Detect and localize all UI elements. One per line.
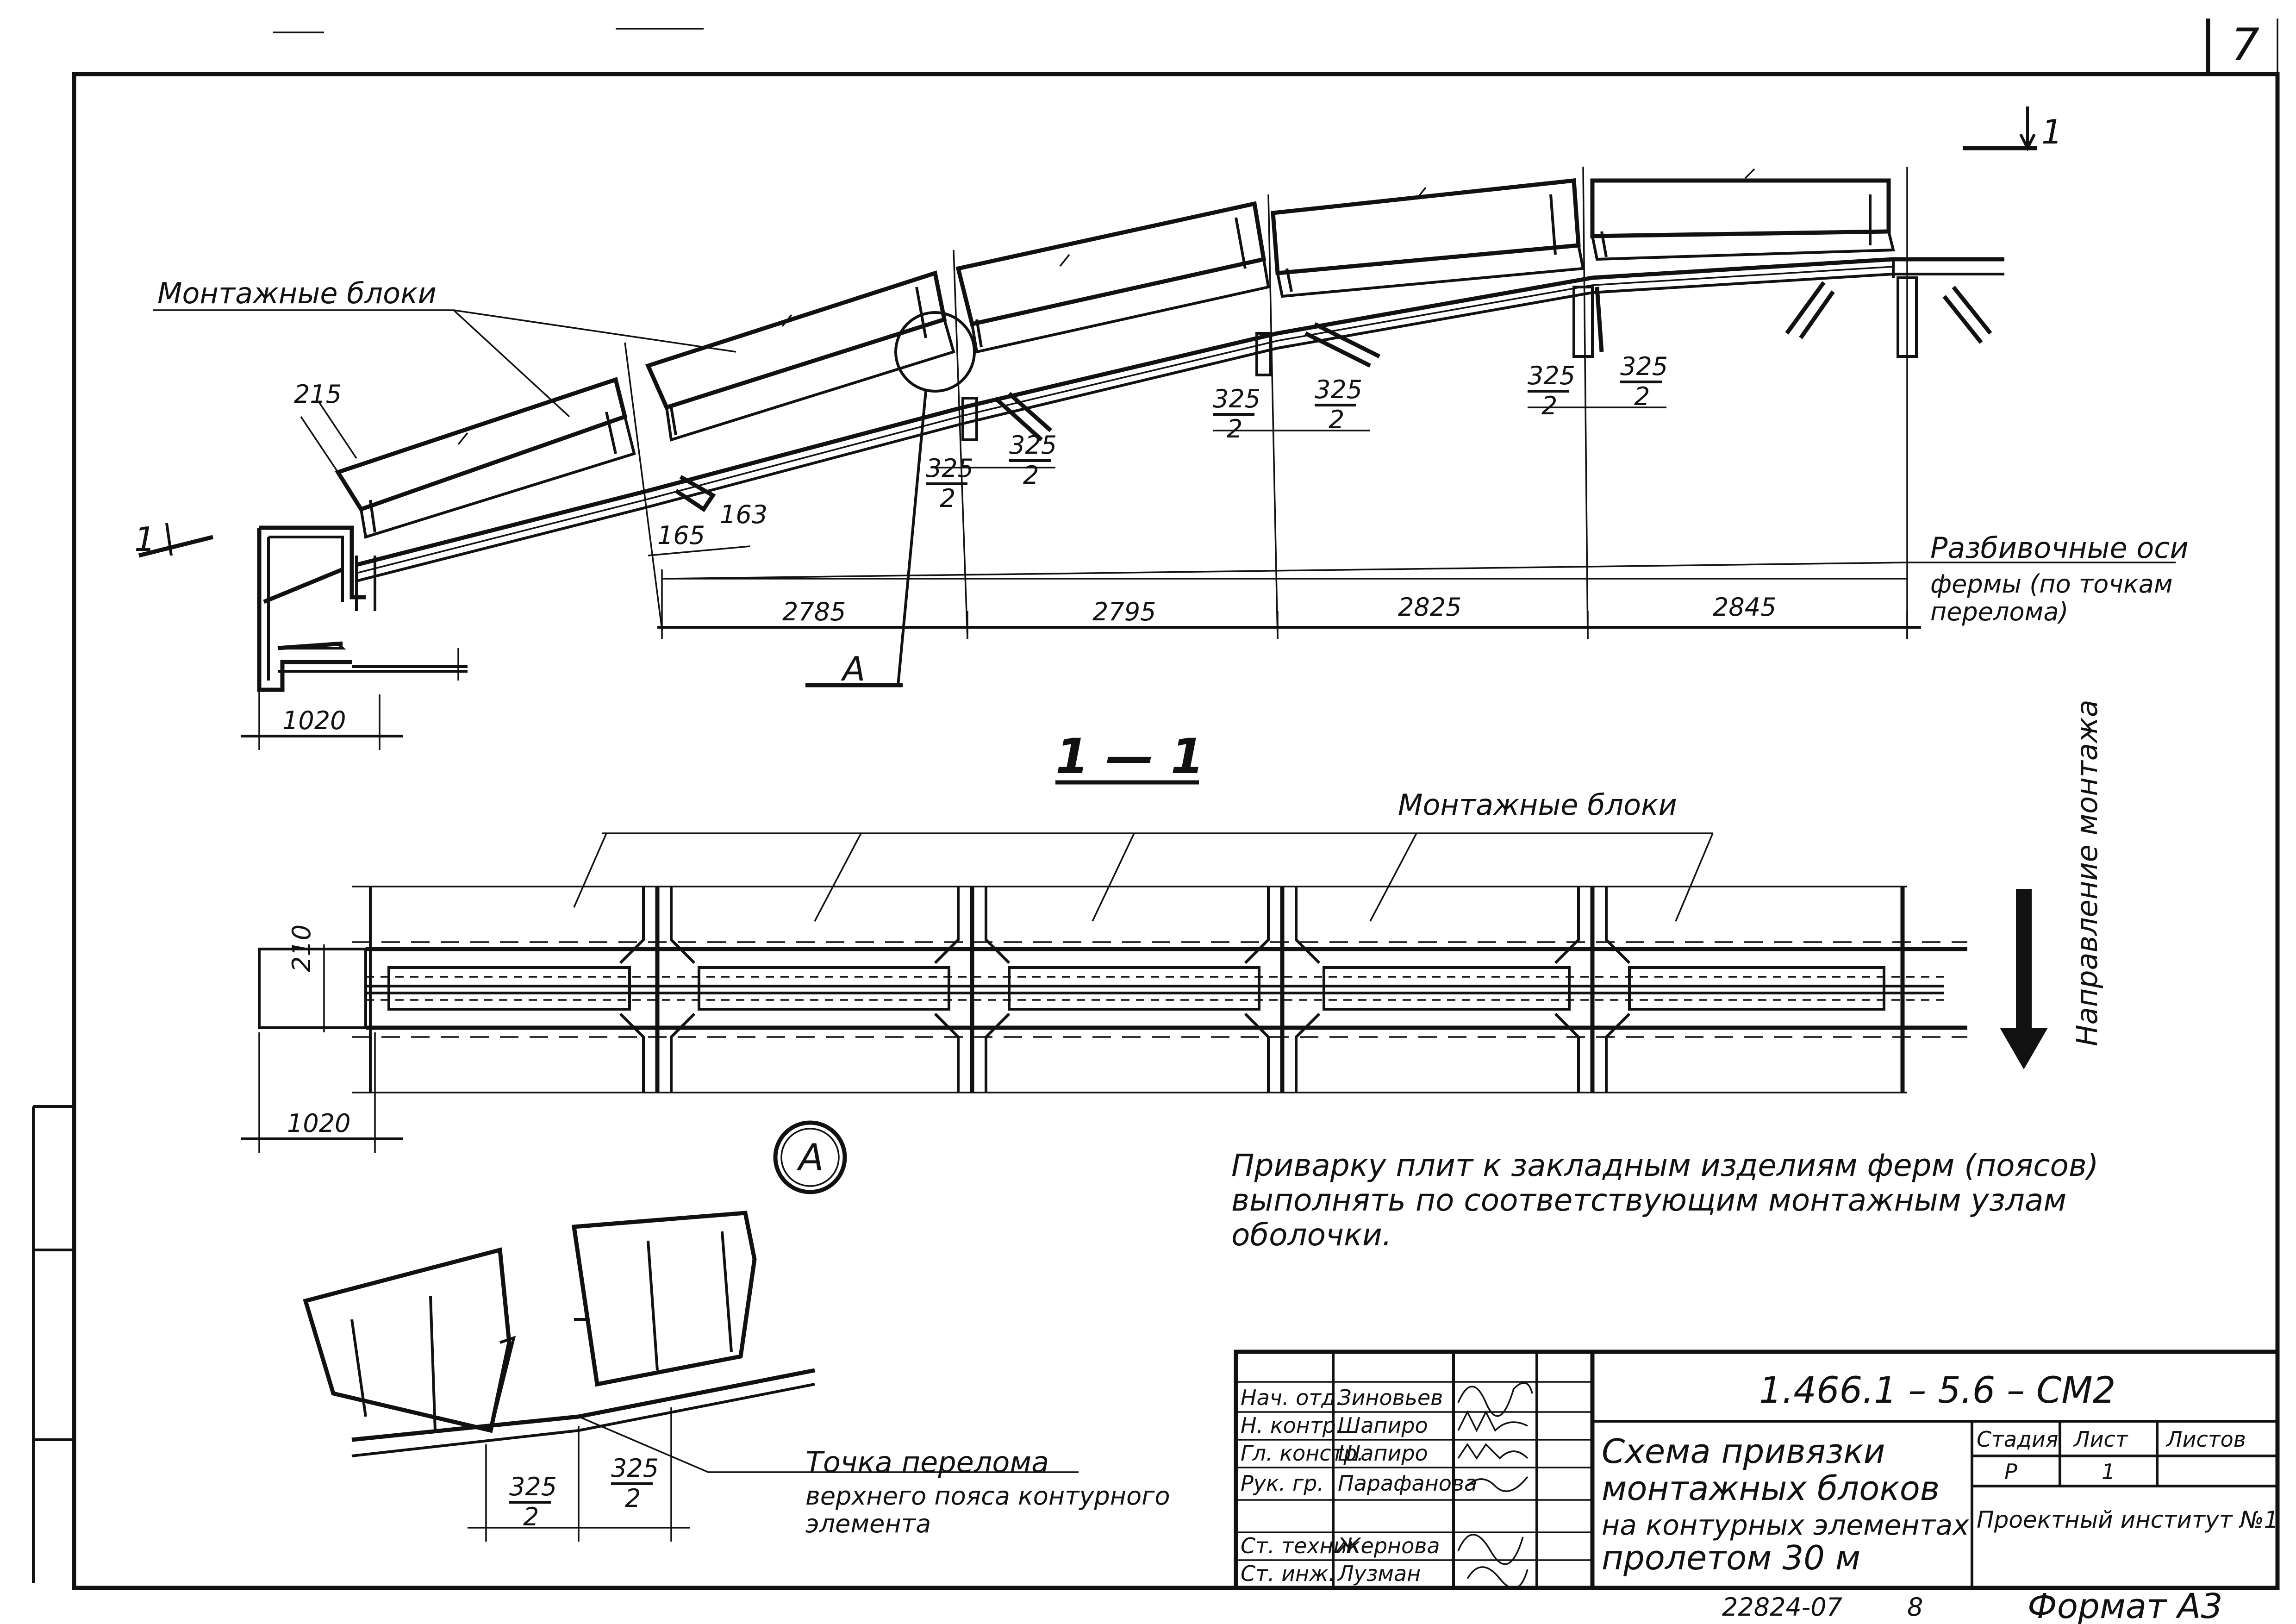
designation: 1.466.1 – 5.6 – СМ2 [1759,1370,2115,1412]
section-marker-left: 1 [134,520,156,559]
svg-text:2: 2 [1634,382,1650,411]
note-line2: выполнять по соответствующим монтажным у… [1231,1182,2066,1218]
montage-direction-arrow-head [2000,1028,2048,1069]
axes-label-line2: фермы (по точкам [1930,569,2173,599]
montage-direction-label: Направление монтажа [2070,700,2104,1046]
note-line1: Приварку плит к закладным изделиям ферм … [1231,1148,2099,1183]
svg-text:Шапиро: Шапиро [1338,1441,1428,1466]
signature-4 [1466,1476,1529,1492]
montage-block-1 [335,377,636,539]
truss-axes [624,166,1908,639]
svg-text:Гл. констр.: Гл. констр. [1241,1441,1364,1466]
title-line1: Схема привязки [1602,1432,1885,1471]
svg-text:2: 2 [625,1484,641,1513]
page-number: 7 [2231,19,2259,71]
detail-a: A 325 2 325 2 Точка перелома верхнего по… [303,1120,1170,1542]
svg-text:Н. контр.: Н. контр. [1241,1413,1342,1438]
svg-text:2: 2 [940,484,955,513]
svg-text:325: 325 [1315,375,1362,404]
dim-2845: 2845 [1713,593,1776,622]
stage-header: Стадия [1977,1427,2058,1452]
svg-text:325: 325 [509,1472,557,1501]
svg-text:2: 2 [523,1502,539,1531]
montage-block-5 [1590,168,1895,261]
truss-verticals [674,258,2000,512]
dim-1020-top: 1020 [282,706,346,735]
break-point-title: Точка перелома [805,1445,1049,1479]
format-label: Формат А3 [2028,1587,2222,1624]
svg-text:325: 325 [611,1454,659,1483]
sheet-value: 1 [2102,1459,2115,1484]
title-line4: пролетом 30 м [1602,1538,1860,1577]
span-dimension-chain: 2785 2795 2825 2845 [657,569,1921,639]
welding-note: Приварку плит к закладным изделиям ферм … [1231,1148,2099,1253]
frac-group-1: 325 2 325 2 [926,431,1057,513]
montage-block-4 [1271,178,1585,298]
sheets-header: Листов [2165,1427,2246,1452]
axes-label-line3: перелома) [1930,597,2068,626]
copy-number: 8 [1907,1593,1923,1622]
title-line3: на контурных элементах [1602,1509,1969,1542]
montage-block-3 [955,201,1270,354]
svg-text:Зиновьев: Зиновьев [1338,1385,1443,1410]
dim-2795: 2795 [1092,597,1156,626]
frac-group-2: 325 2 325 2 [1213,375,1370,443]
note-line3: оболочки. [1231,1217,1392,1253]
dim-2825: 2825 [1398,593,1461,622]
svg-text:2: 2 [1541,391,1557,420]
sheet-header: Лист [2073,1427,2128,1452]
section-1-1-view: Монтажные блоки 210 [241,700,2104,1153]
section-marker-top: 1 [2041,112,2063,151]
montage-direction-arrow-shaft [2016,889,2032,1028]
montage-blocks-label-top: Монтажные блоки [157,276,437,310]
svg-text:325: 325 [1213,384,1260,413]
break-point-line3: элемента [805,1509,931,1538]
svg-text:2: 2 [1023,461,1039,490]
svg-text:Лузман: Лузман [1337,1561,1421,1586]
top-elevation: A 1 1 Монтажные блоки Разбивочные оси фе… [134,106,2189,750]
svg-text:Парафанова: Парафанова [1338,1471,1477,1496]
svg-text:Ст. инж.: Ст. инж. [1241,1561,1335,1586]
axes-label-line1: Разбивочные оси [1930,531,2189,565]
contour-support-element [257,525,468,692]
section-title: 1 — 1 [1055,728,1204,785]
inventory-number: 22824-07 [1722,1593,1842,1622]
dim-1020-section: 1020 [287,1109,350,1138]
section-ribs [369,887,1905,1093]
detail-circle-a [894,311,976,393]
svg-text:2: 2 [1329,405,1344,434]
title-line2: монтажных блоков [1602,1469,1940,1508]
signature-1 [1457,1382,1533,1417]
dim-2785: 2785 [782,597,846,626]
stage-value: Р [2004,1459,2017,1484]
dim-215: 215 [294,380,342,409]
montage-block-2 [645,270,955,442]
frac-group-3: 325 2 325 2 [1528,352,1668,420]
sheet-frame [32,19,2280,1590]
signature-6 [1466,1566,1529,1589]
break-point-line2: верхнего пояса контурного [805,1481,1170,1511]
svg-text:Жернова: Жернова [1336,1533,1440,1558]
dim-165: 165 [657,521,705,550]
title-block: Нач. отд. Зиновьев Н. контр. Шапиро Гл. … [1234,1349,2280,1590]
detail-callout-letter: A [796,1136,824,1179]
svg-text:Ст. техник: Ст. техник [1241,1533,1360,1558]
organization: Проектный институт №1 [1977,1506,2278,1533]
svg-text:Нач. отд.: Нач. отд. [1241,1385,1343,1410]
signature-5 [1457,1534,1524,1565]
signature-3 [1457,1443,1529,1460]
svg-text:2: 2 [1227,414,1242,443]
montage-blocks-label-section: Монтажные блоки [1398,788,1677,822]
svg-text:325: 325 [1620,352,1668,381]
dim-210: 210 [287,924,316,972]
dim-163: 163 [720,500,767,529]
detail-label-a: A [841,650,865,688]
svg-text:Шапиро: Шапиро [1338,1413,1428,1438]
signature-2 [1457,1410,1528,1432]
svg-text:Рук. гр.: Рук. гр. [1241,1471,1324,1496]
svg-text:325: 325 [1009,431,1057,460]
svg-text:325: 325 [1528,361,1575,390]
